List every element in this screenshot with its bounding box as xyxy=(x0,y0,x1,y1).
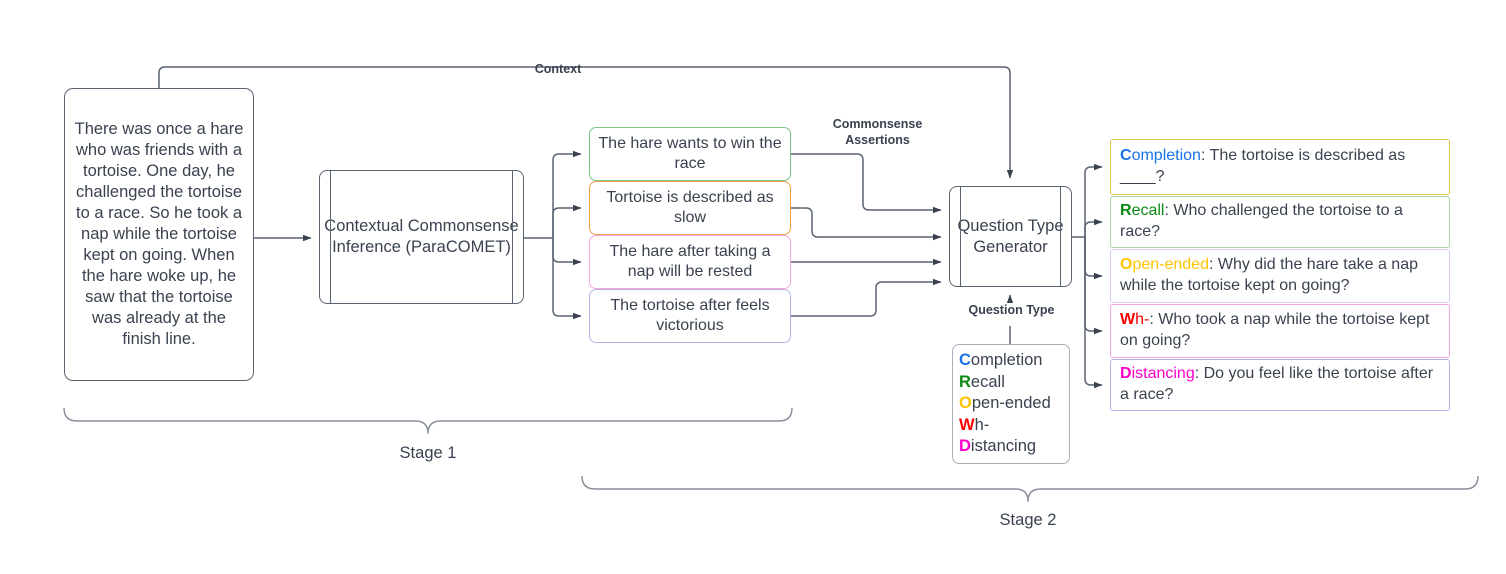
question-type-legend: Completion Recall Open-ended Wh- Distanc… xyxy=(952,344,1070,464)
question-type-generator-label: Question Type Generator xyxy=(957,216,1064,256)
wire-qtg-q3 xyxy=(1084,237,1103,335)
process-right-bar xyxy=(1060,187,1061,286)
legend-item-distancing: Distancing xyxy=(959,436,1069,458)
legend-initial: D xyxy=(959,437,971,456)
context-edge-label: Context xyxy=(534,62,582,76)
legend-initial: W xyxy=(959,415,975,434)
wire-qtg-q0 xyxy=(1084,163,1103,237)
wire-qtg-q2 xyxy=(1084,237,1103,280)
legend-label: ecall xyxy=(970,372,1005,391)
legend-label: h- xyxy=(974,415,990,434)
question-type-label: Recall xyxy=(1120,202,1165,220)
question-text: : Do you feel like the tortoise after a … xyxy=(1120,365,1434,403)
legend-item-completion: Completion xyxy=(959,350,1069,372)
wire-a1-to-qtg xyxy=(791,207,942,241)
process-left-bar xyxy=(330,171,331,303)
wire-paracomet-a1 xyxy=(552,204,582,238)
context-story-box: There was once a hare who was friends wi… xyxy=(64,88,254,381)
paracomet-label: Contextual Commonsense Inference (ParaCO… xyxy=(324,217,519,256)
question-type-label: Distancing xyxy=(1120,365,1195,383)
process-right-bar xyxy=(512,171,513,303)
question-box-open-ended: Open-ended: Why did the hare take a nap … xyxy=(1110,249,1450,303)
wire-qtg-q1 xyxy=(1084,218,1103,237)
process-left-bar xyxy=(960,187,961,286)
legend-item-wh: Wh- xyxy=(959,415,1069,437)
question-box-distancing: Distancing: Do you feel like the tortois… xyxy=(1110,359,1450,411)
legend-label: istancing xyxy=(970,437,1037,456)
assertion-text: Tortoise is described as slow xyxy=(606,188,774,226)
stage2-brace xyxy=(581,475,1479,502)
stage1-brace xyxy=(63,407,793,434)
assertion-box-3: The hare after taking a nap will be rest… xyxy=(589,235,791,289)
commonsense-assertions-label: Commonsense Assertions xyxy=(832,117,923,147)
assertion-box-4: The tortoise after feels victorious xyxy=(589,289,791,343)
assertion-box-1: The hare wants to win the race xyxy=(589,127,791,181)
legend-item-recall: Recall xyxy=(959,372,1069,394)
question-box-recall: Recall: Who challenged the tortoise to a… xyxy=(1110,196,1450,248)
assertion-text: The hare wants to win the race xyxy=(598,134,782,172)
question-type-label: Wh- xyxy=(1120,311,1150,329)
question-type-label: Open-ended xyxy=(1120,256,1209,274)
wire-qtg-q4 xyxy=(1084,237,1103,389)
wire-a0-to-qtg xyxy=(791,153,942,214)
stage-1-label: Stage 1 xyxy=(399,444,457,462)
question-box-wh: Wh-: Who took a nap while the tortoise k… xyxy=(1110,304,1450,358)
legend-initial: O xyxy=(959,394,972,413)
wire-paracomet-a3 xyxy=(552,238,582,320)
legend-initial: R xyxy=(959,372,971,391)
wire-paracomet-a0 xyxy=(552,150,582,238)
wire-paracomet-a2 xyxy=(552,238,582,266)
legend-label: ompletion xyxy=(970,351,1043,369)
legend-label: pen-ended xyxy=(971,394,1051,413)
question-type-label: Completion xyxy=(1120,147,1201,165)
question-text: : Who took a nap while the tortoise kept… xyxy=(1120,311,1430,349)
paracomet-process-box: Contextual Commonsense Inference (ParaCO… xyxy=(319,170,524,304)
assertion-text: The hare after taking a nap will be rest… xyxy=(609,242,771,280)
question-text: : Why did the hare take a nap while the … xyxy=(1120,256,1418,294)
legend-initial: C xyxy=(959,351,971,369)
wire-a3-to-qtg xyxy=(791,278,942,317)
question-text: : Who challenged the tortoise to a race? xyxy=(1120,202,1403,240)
assertion-text: The tortoise after feels victorious xyxy=(610,296,770,334)
stage-2-label: Stage 2 xyxy=(999,511,1057,529)
assertion-box-2: Tortoise is described as slow xyxy=(589,181,791,235)
question-type-generator-box: Question Type Generator xyxy=(949,186,1072,287)
question-text: : The tortoise is described as ____? xyxy=(1120,147,1406,185)
question-box-completion: Completion: The tortoise is described as… xyxy=(1110,139,1450,195)
legend-item-open-ended: Open-ended xyxy=(959,393,1069,415)
context-story-text: There was once a hare who was friends wi… xyxy=(74,120,244,348)
question-type-edge-label: Question Type xyxy=(968,303,1055,317)
